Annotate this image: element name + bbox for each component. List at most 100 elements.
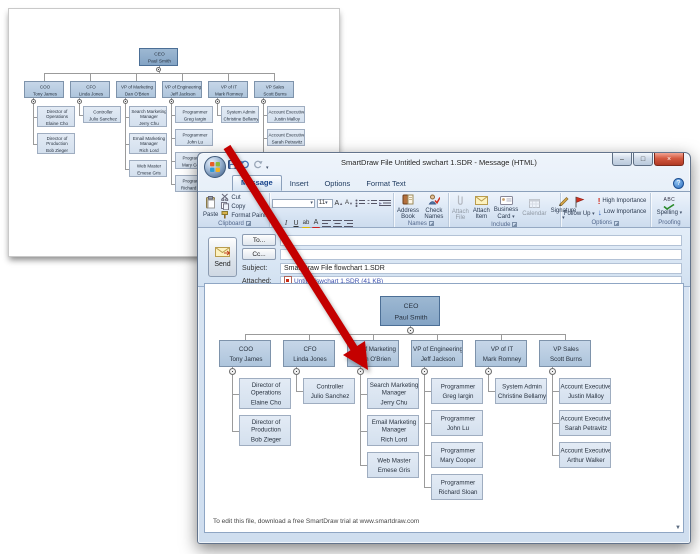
numbered-list-icon[interactable] bbox=[367, 194, 377, 212]
check-names-button[interactable]: Check Names bbox=[422, 194, 446, 221]
to-input[interactable] bbox=[280, 234, 682, 246]
to-button[interactable]: To... bbox=[242, 234, 276, 246]
group-label-names: Names bbox=[396, 221, 446, 228]
business-card-button[interactable]: Business Card bbox=[493, 195, 519, 221]
org-connector bbox=[33, 98, 34, 144]
copy-button[interactable]: Copy bbox=[221, 202, 271, 211]
expand-collapse-icon[interactable] bbox=[168, 99, 174, 104]
tab-format-text[interactable]: Format Text bbox=[366, 179, 406, 188]
group-names: Address Book Check Names Names bbox=[394, 193, 449, 227]
help-icon[interactable]: ? bbox=[673, 178, 684, 189]
org-connector bbox=[552, 391, 559, 392]
highlight-button[interactable]: ab bbox=[302, 218, 310, 228]
underline-button[interactable]: U bbox=[293, 219, 299, 227]
dialog-launcher-icon[interactable] bbox=[245, 221, 251, 226]
high-importance-button[interactable]: ! High Importance bbox=[597, 196, 647, 206]
send-button[interactable]: Send bbox=[208, 237, 237, 277]
paperclip-icon bbox=[456, 194, 464, 209]
low-importance-button[interactable]: ↓ Low Importance bbox=[597, 207, 647, 217]
scroll-down-icon[interactable]: ▼ bbox=[675, 525, 681, 531]
undo-icon[interactable] bbox=[240, 156, 250, 174]
cc-button[interactable]: Cc... bbox=[242, 248, 276, 260]
dialog-launcher-icon[interactable] bbox=[614, 220, 620, 226]
close-button[interactable]: × bbox=[654, 153, 684, 166]
tab-options[interactable]: Options bbox=[324, 179, 351, 188]
org-connector bbox=[552, 367, 553, 455]
subject-input[interactable]: SmartDraw File flowchart 1.SDR bbox=[280, 262, 682, 274]
org-connector bbox=[373, 334, 374, 340]
org-connector bbox=[263, 138, 267, 139]
attach-item-button[interactable]: Attach Item bbox=[472, 195, 491, 221]
minimize-button[interactable]: – bbox=[612, 153, 632, 166]
font-size-combo[interactable]: 11 bbox=[316, 198, 333, 208]
cut-button[interactable]: Cut bbox=[221, 193, 271, 202]
address-book-button[interactable]: Address Book bbox=[396, 194, 420, 221]
org-connector bbox=[424, 487, 431, 488]
dialog-launcher-icon[interactable] bbox=[428, 221, 434, 227]
expand-collapse-icon[interactable] bbox=[30, 99, 36, 104]
font-family-combo[interactable] bbox=[272, 198, 315, 208]
expand-collapse-icon[interactable] bbox=[122, 99, 128, 104]
grow-font-button[interactable]: A▲ bbox=[334, 199, 344, 207]
org-connector bbox=[90, 73, 91, 81]
bold-button[interactable]: B bbox=[273, 219, 279, 227]
cc-input[interactable] bbox=[280, 248, 682, 260]
follow-up-button[interactable]: Follow Up bbox=[563, 196, 596, 217]
format-painter-button[interactable]: Format Painter bbox=[221, 211, 271, 220]
shrink-font-button[interactable]: A▼ bbox=[345, 200, 353, 206]
save-icon[interactable] bbox=[228, 156, 237, 174]
maximize-button[interactable]: □ bbox=[633, 153, 653, 166]
tab-insert[interactable]: Insert bbox=[289, 179, 309, 188]
italic-button[interactable]: I bbox=[284, 219, 288, 227]
tab-message[interactable]: Message bbox=[232, 175, 282, 191]
flag-icon bbox=[574, 196, 585, 211]
paste-button[interactable]: Paste bbox=[202, 196, 219, 218]
bullet-list-icon[interactable] bbox=[355, 194, 365, 212]
org-connector bbox=[125, 144, 129, 145]
expand-collapse-icon[interactable] bbox=[214, 99, 220, 104]
expand-collapse-icon[interactable] bbox=[156, 67, 161, 72]
expand-collapse-icon bbox=[356, 368, 364, 375]
calendar-button[interactable]: Calendar bbox=[521, 198, 547, 217]
signature-button[interactable]: Signature bbox=[550, 195, 578, 222]
redo-icon[interactable] bbox=[253, 156, 263, 174]
expand-collapse-icon[interactable] bbox=[260, 99, 266, 104]
attach-file-button[interactable]: Attach File bbox=[451, 194, 470, 222]
office-button[interactable] bbox=[203, 155, 227, 179]
dialog-launcher-icon[interactable] bbox=[512, 222, 518, 227]
spelling-button[interactable]: ABC Spelling bbox=[656, 197, 684, 216]
font-color-button[interactable]: A bbox=[312, 219, 320, 228]
indent-icons[interactable] bbox=[379, 194, 391, 212]
org-connector bbox=[125, 98, 126, 169]
expand-collapse-icon[interactable] bbox=[76, 99, 82, 104]
